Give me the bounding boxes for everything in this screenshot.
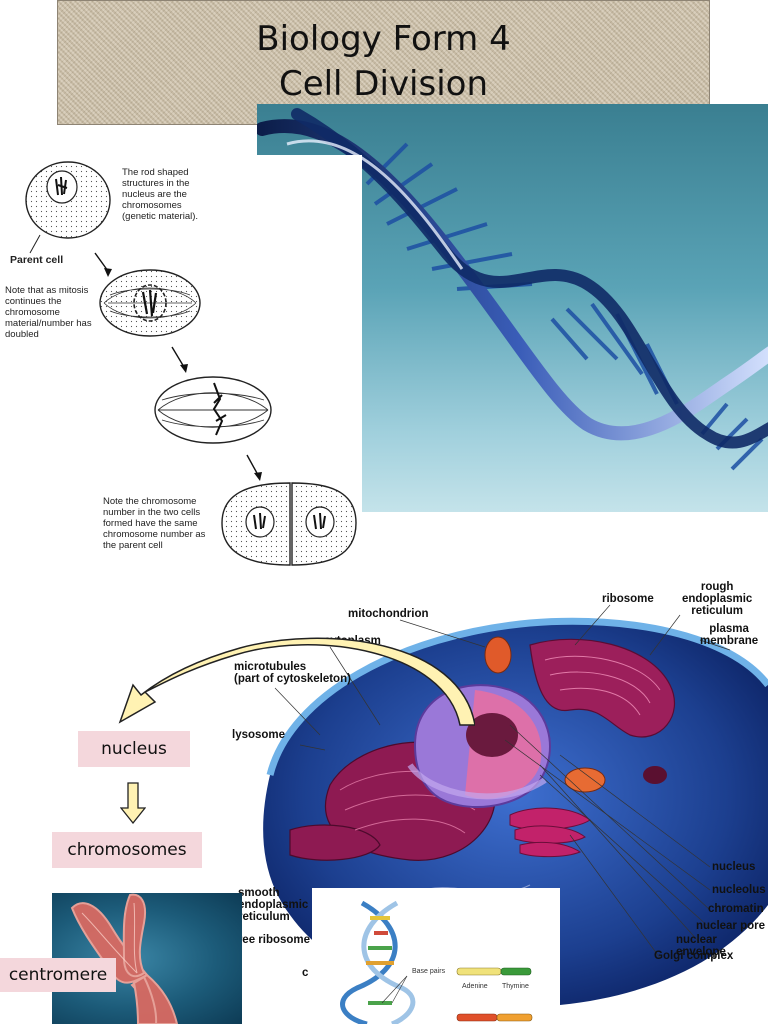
thymine-label: Thymine xyxy=(502,983,529,990)
base-pairs-diagram: Base pairs Adenine Thymine xyxy=(312,888,560,1024)
label-ribosome: ribosome xyxy=(602,593,654,605)
label-free-ribosome: free ribosome xyxy=(234,934,311,946)
label-nuclear-pore: nuclear pore xyxy=(696,920,766,932)
chromosomes-box: chromosomes xyxy=(52,832,202,868)
mitosis-drawing xyxy=(25,161,357,566)
parent-cell-label: Parent cell xyxy=(10,254,64,266)
adenine-label: Adenine xyxy=(462,983,488,990)
dna-helix-graphic xyxy=(257,108,768,471)
label-chromatin: chromatin xyxy=(708,903,764,915)
label-golgi: Golgi complex xyxy=(654,950,734,962)
label-nucleus: nucleus xyxy=(712,861,756,873)
down-arrow-icon xyxy=(120,782,146,824)
centromere-box: centromere xyxy=(0,958,116,992)
base-pairs-label: Base pairs xyxy=(412,968,446,975)
label-nucleolus: nucleolus xyxy=(712,884,766,896)
base-pairs-graphic xyxy=(340,900,533,1024)
nucleus-box: nucleus xyxy=(78,731,190,767)
page-subtitle: Cell Division xyxy=(278,64,489,104)
curved-arrow-icon xyxy=(118,637,475,726)
label-lysosome: lysosome xyxy=(232,729,286,741)
label-nuclear-envelope: nuclear envelope xyxy=(676,934,726,958)
label-c: c xyxy=(302,967,309,979)
label-microtubules: microtubules(part of cytoskeleton) xyxy=(234,661,351,685)
chromosome-graphic xyxy=(70,893,179,1024)
label-mitochondrion: mitochondrion xyxy=(348,608,429,620)
title-banner: Biology Form 4 Cell Division xyxy=(57,0,710,125)
page-title: Biology Form 4 xyxy=(256,19,511,59)
